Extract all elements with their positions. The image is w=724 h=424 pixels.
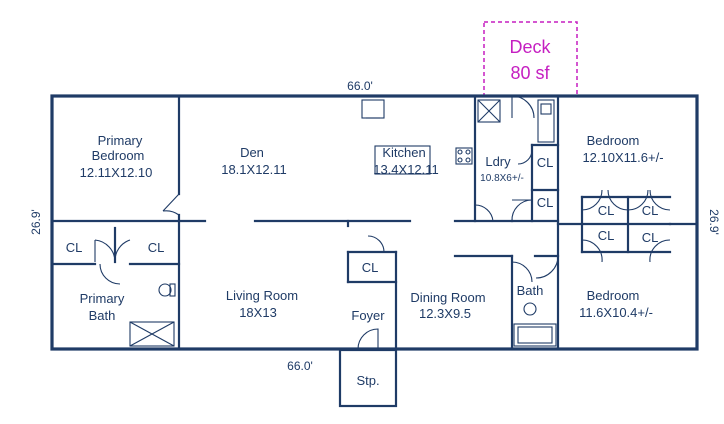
tub-icon: [513, 323, 557, 347]
closet-label-foyer: CL: [362, 260, 379, 275]
kitchen-size: 13.4X12.11: [373, 162, 439, 177]
closet-label-laundry-lower: CL: [537, 195, 554, 210]
dim-top: 66.0': [347, 79, 373, 93]
primary-bedroom-name-2: Bedroom: [92, 148, 145, 163]
dim-bottom: 66.0': [287, 359, 313, 373]
dim-right: 26.9': [707, 209, 721, 235]
stove-icon: [455, 147, 473, 165]
laundry-size: 10.8X6+/-: [480, 173, 524, 184]
bedroom-upper-size: 12.10X11.6+/-: [582, 150, 663, 165]
washer-icon: [537, 99, 555, 143]
living-room-name: Living Room: [226, 288, 298, 303]
living-room-size: 18X13: [239, 305, 277, 320]
closet-label-bedroom-1: CL: [598, 203, 615, 218]
primary-bath-name-1: Primary: [80, 291, 125, 306]
closet-label-primary-right: CL: [148, 240, 165, 255]
deck-area: 80 sf: [510, 63, 550, 83]
primary-bath-name-2: Bath: [89, 308, 116, 323]
deck-outline: [483, 21, 578, 97]
exterior-walls: [50, 94, 699, 351]
bedroom-upper-name: Bedroom: [587, 133, 640, 148]
primary-bedroom-name-1: Primary: [98, 133, 143, 148]
dim-left: 26.9': [29, 209, 43, 235]
shower-icon: [129, 321, 175, 347]
bedroom-lower-size: 11.6X10.4+/-: [579, 305, 653, 320]
bath-toilet-icon: [523, 302, 537, 316]
water-heater-icon: [477, 99, 501, 123]
deck-label: Deck: [509, 37, 551, 57]
closet-label-bedroom-3: CL: [598, 228, 615, 243]
interior-walls: [50, 94, 699, 351]
closet-label-laundry-upper: CL: [537, 155, 554, 170]
kitchen-counter: [374, 145, 431, 175]
closet-label-bedroom-4: CL: [642, 230, 659, 245]
laundry-name: Ldry: [485, 154, 511, 169]
stoop-label: Stp.: [356, 373, 379, 388]
bedroom-lower-name: Bedroom: [587, 288, 640, 303]
primary-bedroom-size: 12.11X12.10: [80, 165, 153, 180]
dining-room-name: Dining Room: [410, 290, 485, 305]
dining-room-size: 12.3X9.5: [419, 306, 471, 321]
deck: Deck 80 sf: [483, 21, 578, 97]
bath-name: Bath: [517, 283, 544, 298]
range-hood: [361, 99, 385, 119]
door-swings: [94, 95, 671, 350]
stoop: Stp.: [338, 348, 398, 408]
closet-label-primary-left: CL: [66, 240, 83, 255]
fixtures: [129, 99, 557, 347]
foyer-name: Foyer: [351, 308, 385, 323]
den-size: 18.1X12.11: [221, 162, 287, 177]
den-name: Den: [240, 145, 264, 160]
closet-label-bedroom-2: CL: [642, 203, 659, 218]
toilet-icon: [158, 283, 172, 297]
kitchen-name: Kitchen: [382, 145, 425, 160]
